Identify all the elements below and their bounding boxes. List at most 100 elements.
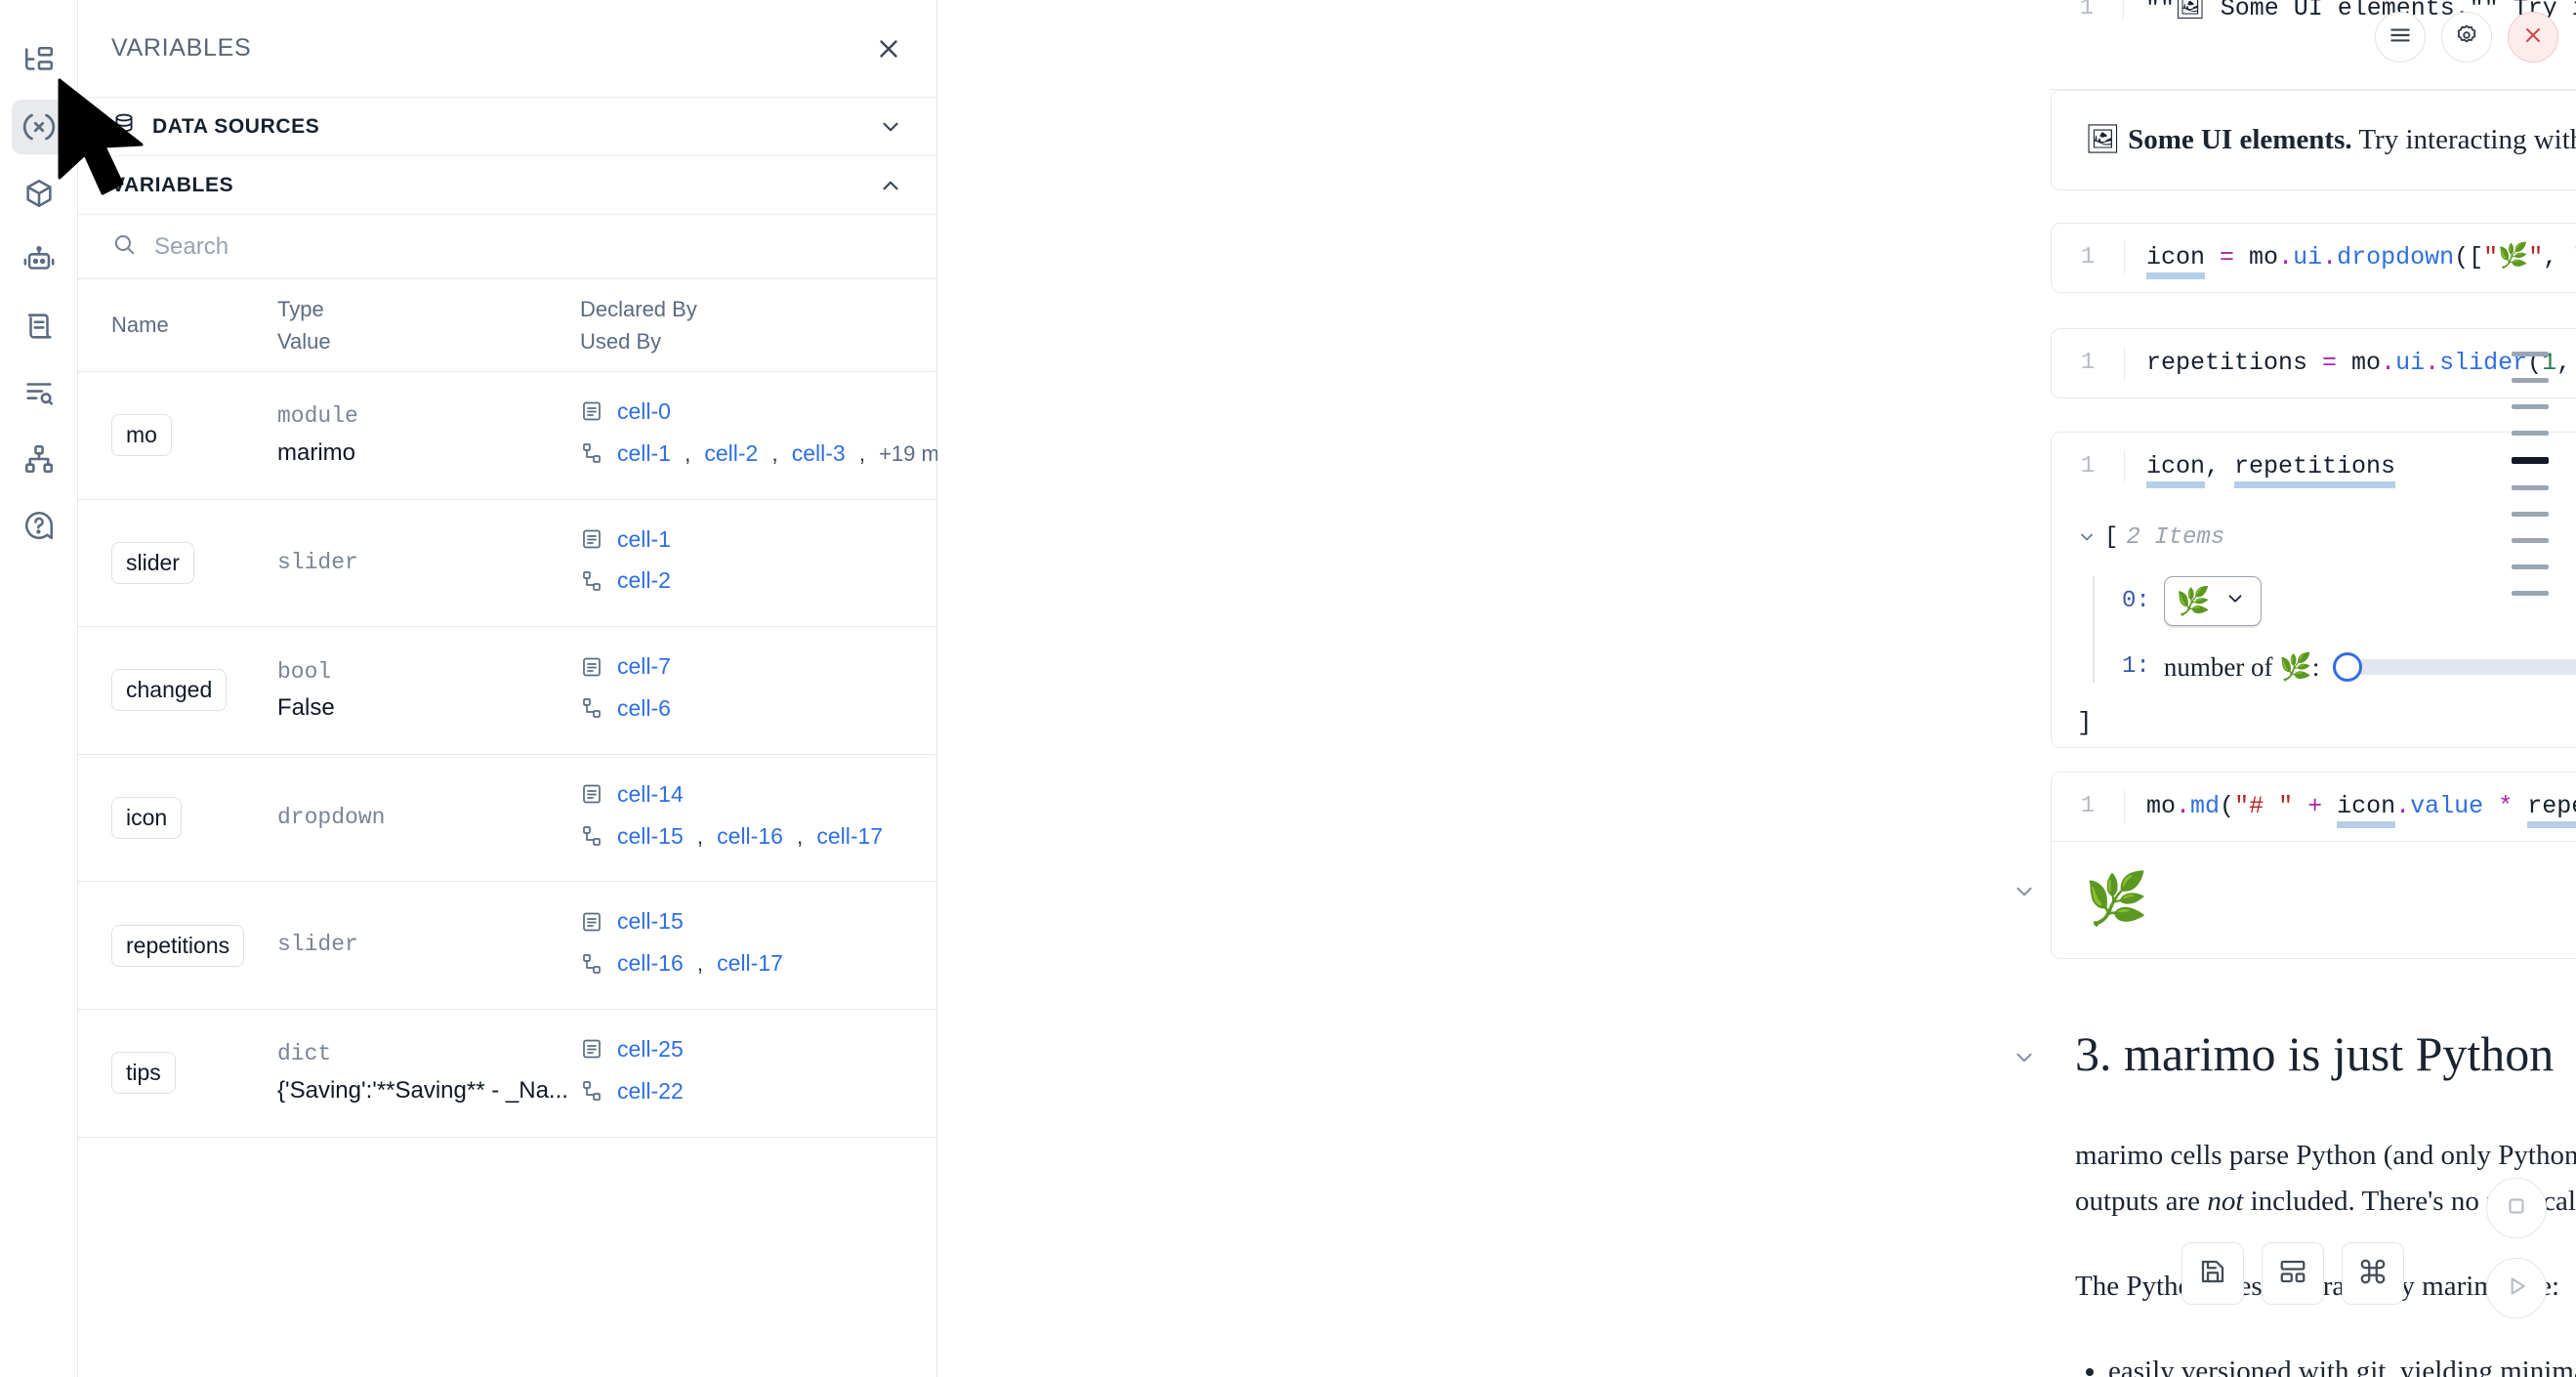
section-variables[interactable]: VARIABLES xyxy=(78,156,936,215)
used-by-line: cell-2 xyxy=(580,563,936,599)
variable-name-chip[interactable]: icon xyxy=(111,797,183,840)
minimap-bar[interactable] xyxy=(2512,431,2549,436)
slider-widget[interactable] xyxy=(2333,651,2576,682)
cell-link[interactable]: cell-1 xyxy=(617,439,671,466)
code-cell-slider[interactable]: 1 repetitions = mo.ui.slider(1, 16, labe… xyxy=(2051,328,2576,398)
layout-icon xyxy=(2278,1257,2307,1291)
cell-link[interactable]: cell-16 xyxy=(717,822,783,849)
sidebar-item-variables[interactable] xyxy=(11,100,66,154)
variable-name-chip[interactable]: tips xyxy=(111,1052,176,1095)
code-cell-md[interactable]: 1 mo.md("# " + icon.value * repetitions.… xyxy=(2051,772,2576,959)
layout-button[interactable] xyxy=(2262,1242,2324,1305)
cell-link[interactable]: cell-15 xyxy=(617,908,684,935)
cell-link[interactable]: cell-15 xyxy=(617,822,684,849)
sidebar-item-outline[interactable] xyxy=(12,365,66,420)
column-header-type: Type xyxy=(277,297,324,321)
slider-track[interactable] xyxy=(2354,658,2576,675)
cell-link[interactable]: cell-3 xyxy=(791,439,846,466)
cell-link[interactable]: cell-7 xyxy=(617,653,671,680)
cell-settings-button[interactable] xyxy=(2441,12,2492,63)
variables-panel: VARIABLES DATA SOURCES VARIABLES xyxy=(78,0,971,1377)
cell-link[interactable]: cell-6 xyxy=(617,694,671,721)
cell-menu-button[interactable] xyxy=(2375,12,2426,63)
command-palette-button[interactable] xyxy=(2342,1242,2404,1305)
variable-type: dropdown xyxy=(277,804,386,830)
used-by-icon xyxy=(580,952,603,976)
chevron-up-icon[interactable] xyxy=(878,173,903,198)
used-by-line: cell-15, cell-16, cell-17 xyxy=(580,818,936,855)
column-header-value: Value xyxy=(277,329,331,354)
search-input[interactable] xyxy=(154,232,903,261)
minimap-bar[interactable] xyxy=(2512,485,2549,490)
close-icon[interactable] xyxy=(874,34,903,63)
save-icon xyxy=(2198,1257,2227,1291)
code-cell-dropdown[interactable]: 1 icon = mo.ui.dropdown(["🌿", "🖼", "✨"],… xyxy=(2051,223,2576,293)
declared-by-line: cell-0 xyxy=(580,394,936,430)
cell-link[interactable]: cell-2 xyxy=(617,567,671,594)
code-text[interactable]: icon, repetitions xyxy=(2124,450,2396,488)
prose-bullet-list: easily versioned with git, yielding mini… xyxy=(2108,1349,2576,1377)
used-by-icon xyxy=(580,1079,603,1103)
cell-link[interactable]: cell-14 xyxy=(617,780,684,807)
scroll-icon xyxy=(22,310,56,343)
sidebar-item-explorer[interactable] xyxy=(12,33,66,88)
chevron-down-icon[interactable] xyxy=(2077,527,2097,547)
cell-link[interactable]: cell-1 xyxy=(617,525,671,552)
dropdown-widget[interactable]: 🌿 xyxy=(2163,575,2262,626)
minimap-bar[interactable] xyxy=(2512,564,2549,569)
notebook-area: 1 ""🖼 Some UI elements."" Try interactin… xyxy=(937,0,2576,1377)
list-index-0: 0: xyxy=(2122,587,2150,614)
minimap-bar[interactable] xyxy=(2512,404,2549,409)
fold-toggle-md-cell[interactable] xyxy=(2012,879,2037,912)
sidebar-item-chat[interactable] xyxy=(12,232,66,287)
cell-link[interactable]: cell-22 xyxy=(617,1077,684,1104)
stop-button[interactable] xyxy=(2486,1178,2547,1238)
minimap-bar[interactable] xyxy=(2512,591,2549,596)
list-index-1: 1: xyxy=(2122,653,2150,681)
code-text[interactable]: mo.md("# " + icon.value * repetitions.va… xyxy=(2124,790,2576,828)
run-button[interactable] xyxy=(2486,1258,2547,1318)
variable-name-chip[interactable]: mo xyxy=(111,414,172,457)
cell-link[interactable]: cell-16 xyxy=(617,950,684,977)
fold-toggle-section-3[interactable] xyxy=(2012,1045,2037,1078)
minimap-bar[interactable] xyxy=(2512,352,2549,356)
cell-link[interactable]: cell-17 xyxy=(717,950,783,977)
column-header-declared-by: Declared By xyxy=(580,297,697,321)
cell-link[interactable]: cell-17 xyxy=(816,822,884,849)
sidebar-item-packages[interactable] xyxy=(12,166,66,221)
clipped-code-text: ""🖼 Some UI elements."" Try interacting … xyxy=(2123,0,2576,20)
slider-handle[interactable] xyxy=(2333,651,2363,682)
code-cell-display[interactable]: 1 icon, repetitions [ 2 Items 0: xyxy=(2051,432,2576,748)
sidebar-item-logs[interactable] xyxy=(12,299,66,354)
code-text[interactable]: icon = mo.ui.dropdown(["🌿", "🖼", "✨"], v… xyxy=(2124,241,2576,279)
table-row: changed bool False cell-7 cell-6 xyxy=(78,627,936,755)
minimap-bar[interactable] xyxy=(2512,457,2549,464)
column-header-name: Name xyxy=(111,313,169,337)
section-data-sources[interactable]: DATA SOURCES xyxy=(78,98,936,156)
chevron-down-icon[interactable] xyxy=(878,114,903,140)
list-item: 1: number of 🌿: xyxy=(2122,651,2576,683)
table-row: icon dropdown cell-14 cell-15, cell-16, … xyxy=(78,755,936,883)
cell-link[interactable]: cell-0 xyxy=(617,398,671,424)
sidebar-item-dependencies[interactable] xyxy=(12,432,66,486)
variables-search-row xyxy=(78,215,936,279)
cell-close-button[interactable] xyxy=(2508,12,2558,63)
cell-link[interactable]: cell-2 xyxy=(704,439,759,466)
cell-link[interactable]: cell-25 xyxy=(617,1035,684,1062)
minimap[interactable] xyxy=(2512,352,2549,596)
variable-name-chip[interactable]: slider xyxy=(111,541,194,584)
save-button[interactable] xyxy=(2181,1242,2244,1305)
declared-by-line: cell-14 xyxy=(580,776,936,813)
minimap-bar[interactable] xyxy=(2512,538,2549,543)
variable-type: slider xyxy=(277,549,358,575)
open-bracket: [ xyxy=(2104,523,2119,551)
variable-name-chip[interactable]: changed xyxy=(111,669,228,712)
markdown-cell-toolbar: r f i markdown xyxy=(2051,21,2576,90)
bottom-toolbar xyxy=(2181,1242,2404,1305)
minimap-bar[interactable] xyxy=(2512,512,2549,517)
minimap-bar[interactable] xyxy=(2512,378,2549,383)
sidebar-item-help[interactable] xyxy=(12,498,66,553)
list-output: [ 2 Items 0: 🌿 xyxy=(2052,501,2576,747)
variable-name-chip[interactable]: repetitions xyxy=(111,924,245,967)
code-text[interactable]: repetitions = mo.ui.slider(1, 16, label=… xyxy=(2124,347,2576,380)
